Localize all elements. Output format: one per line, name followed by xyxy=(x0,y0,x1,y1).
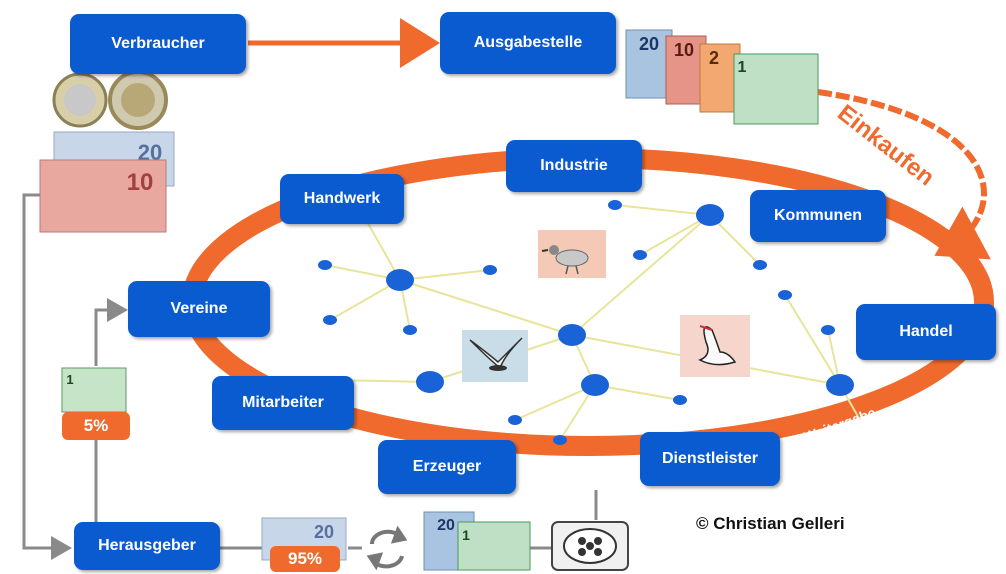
node-erzeuger: Erzeuger xyxy=(378,440,516,494)
node-vereine: Vereine xyxy=(128,281,270,337)
regional-note-10-label: 10 xyxy=(674,40,694,60)
einkaufen-arrow xyxy=(817,89,991,260)
node-herausgeber: Herausgeber xyxy=(74,522,220,570)
bird-picture-1 xyxy=(538,230,606,278)
euro-note-bottom-label: 20 xyxy=(314,522,334,542)
copyright-text: © Christian Gelleri xyxy=(696,514,845,533)
gray-connectors xyxy=(22,193,598,560)
bird-picture-3 xyxy=(680,315,750,377)
bird-picture-2 xyxy=(462,330,528,382)
node-industrie: Industrie xyxy=(506,140,642,192)
regional-notes-fan: 20 10 2 1 xyxy=(625,29,819,125)
percentage-95: 95% xyxy=(270,546,340,572)
node-kommunen: Kommunen xyxy=(750,190,886,242)
regional-note-bottom-20-label: 20 xyxy=(437,517,455,534)
node-ausgabestelle: Ausgabestelle xyxy=(440,12,616,74)
percentage-5: 5% xyxy=(62,412,130,440)
regional-note-bottom-1-label: 1 xyxy=(462,527,470,543)
node-dienstleister: Dienstleister xyxy=(640,432,780,486)
euro-notes-icon: 20 10 xyxy=(39,131,175,233)
node-handwerk: Handwerk xyxy=(280,174,404,224)
regional-note-20-label: 20 xyxy=(639,34,659,54)
exchange-arrows-icon xyxy=(366,525,408,571)
node-handel: Handel xyxy=(856,304,996,360)
node-mitarbeiter: Mitarbeiter xyxy=(212,376,354,430)
regional-notes-bottom: 20 1 xyxy=(423,511,531,571)
regional-note-1-label: 1 xyxy=(738,59,747,76)
einkaufen-label: Einkaufen xyxy=(832,99,939,191)
euro-note-10-label: 10 xyxy=(127,169,154,196)
drain-icon xyxy=(551,521,629,571)
euro-coins-icon xyxy=(52,70,168,130)
regional-note-2-label: 2 xyxy=(709,48,719,68)
node-verbraucher: Verbraucher xyxy=(70,14,246,74)
small-regional-note: 1 xyxy=(61,367,127,413)
small-note-1-label: 1 xyxy=(66,372,73,387)
